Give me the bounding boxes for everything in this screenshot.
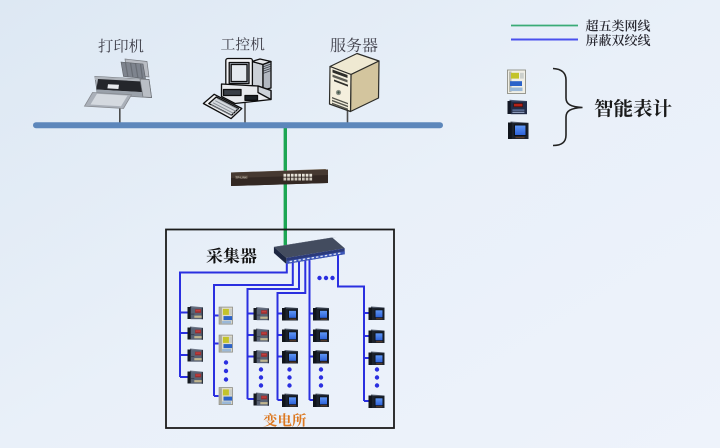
svg-text:TP-LINK: TP-LINK — [236, 176, 248, 180]
